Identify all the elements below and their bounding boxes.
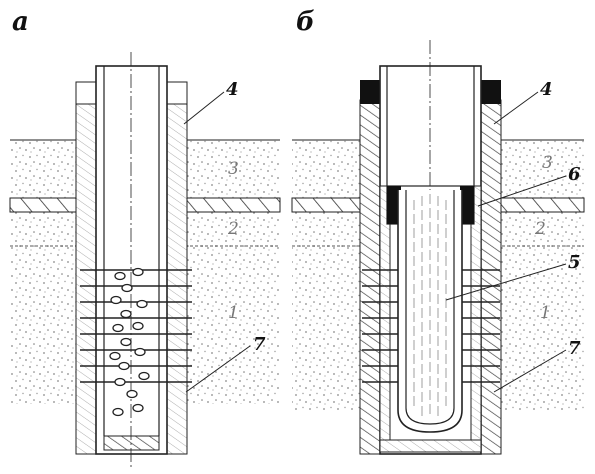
callout-6-b: 6 [568,164,581,185]
layer-label-1-b: 1 [540,303,551,323]
callout-7-b: 7 [568,338,581,359]
casing-top-right [166,81,188,105]
layer-label-3-a: 3 [228,159,239,179]
leader-4-a [183,91,225,125]
layer-label-3-b: 3 [542,153,553,173]
layer-label-2-b: 2 [534,219,546,239]
cement-wall-right [480,99,502,455]
leader-7-a [185,345,251,393]
bottom-plug [103,435,160,451]
cement-wall-right [166,99,188,455]
cement-wall-left [75,99,97,455]
leader-6-b [477,175,567,207]
panel-letter-b: б [296,7,315,37]
gas-bubbles [109,267,150,417]
cement-wall-left [359,99,381,455]
callout-7-a: 7 [253,334,266,355]
top-seal-left [360,80,380,104]
callout-5-b: 5 [568,252,581,273]
perforations [362,269,500,383]
panel-letter-a: а [12,7,29,37]
leader-4-b [493,91,539,125]
inner-tube [95,65,168,455]
leader-5-b [445,263,567,301]
casing-top-left [75,81,97,105]
top-seal-right [481,80,501,104]
callout-4-b: 4 [540,79,553,100]
callout-4-a: 4 [226,79,239,100]
leader-7-b [493,349,567,393]
u-insert-inner [405,190,455,425]
layer-label-2-a: 2 [227,219,239,239]
layer-label-1-a: 1 [228,303,239,323]
insert-fibers [413,194,447,418]
panel-b: б 4 6 5 7 3 2 1 [291,7,585,455]
panel-a: а 4 7 3 2 1 [9,7,281,470]
